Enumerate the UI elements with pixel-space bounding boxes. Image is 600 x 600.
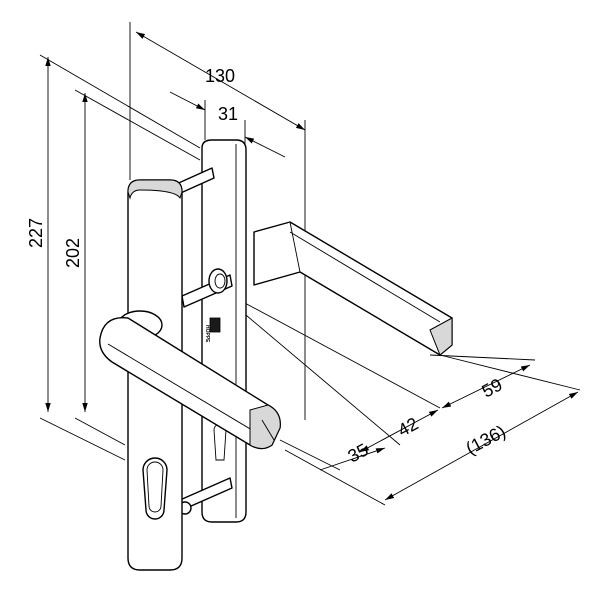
dim-31-label: 31 <box>218 104 238 124</box>
spindles <box>169 167 233 515</box>
rose-spindle-icon <box>208 268 228 294</box>
dim-35-line <box>319 447 386 471</box>
back-plate: HOPPE <box>201 139 247 523</box>
dim-35-label: 35 <box>344 439 371 466</box>
dim-227-label: 227 <box>26 218 46 248</box>
dim-31-line-a <box>169 91 206 111</box>
dim-202-label: 202 <box>63 238 83 268</box>
dimension-lines <box>45 31 579 501</box>
back-lever <box>253 221 453 356</box>
keyhole-icon <box>142 457 168 520</box>
brand-mark: HOPPE <box>204 325 210 343</box>
dim-130-label: 130 <box>205 66 235 86</box>
dim-136-label: (136) <box>462 421 509 458</box>
dim-130-line <box>135 31 306 131</box>
logo-icon <box>209 317 221 333</box>
front-lever <box>99 310 281 450</box>
dim-31-line-b <box>244 136 286 158</box>
dim-136-line <box>384 391 579 501</box>
dim-42-label: 42 <box>394 413 421 440</box>
